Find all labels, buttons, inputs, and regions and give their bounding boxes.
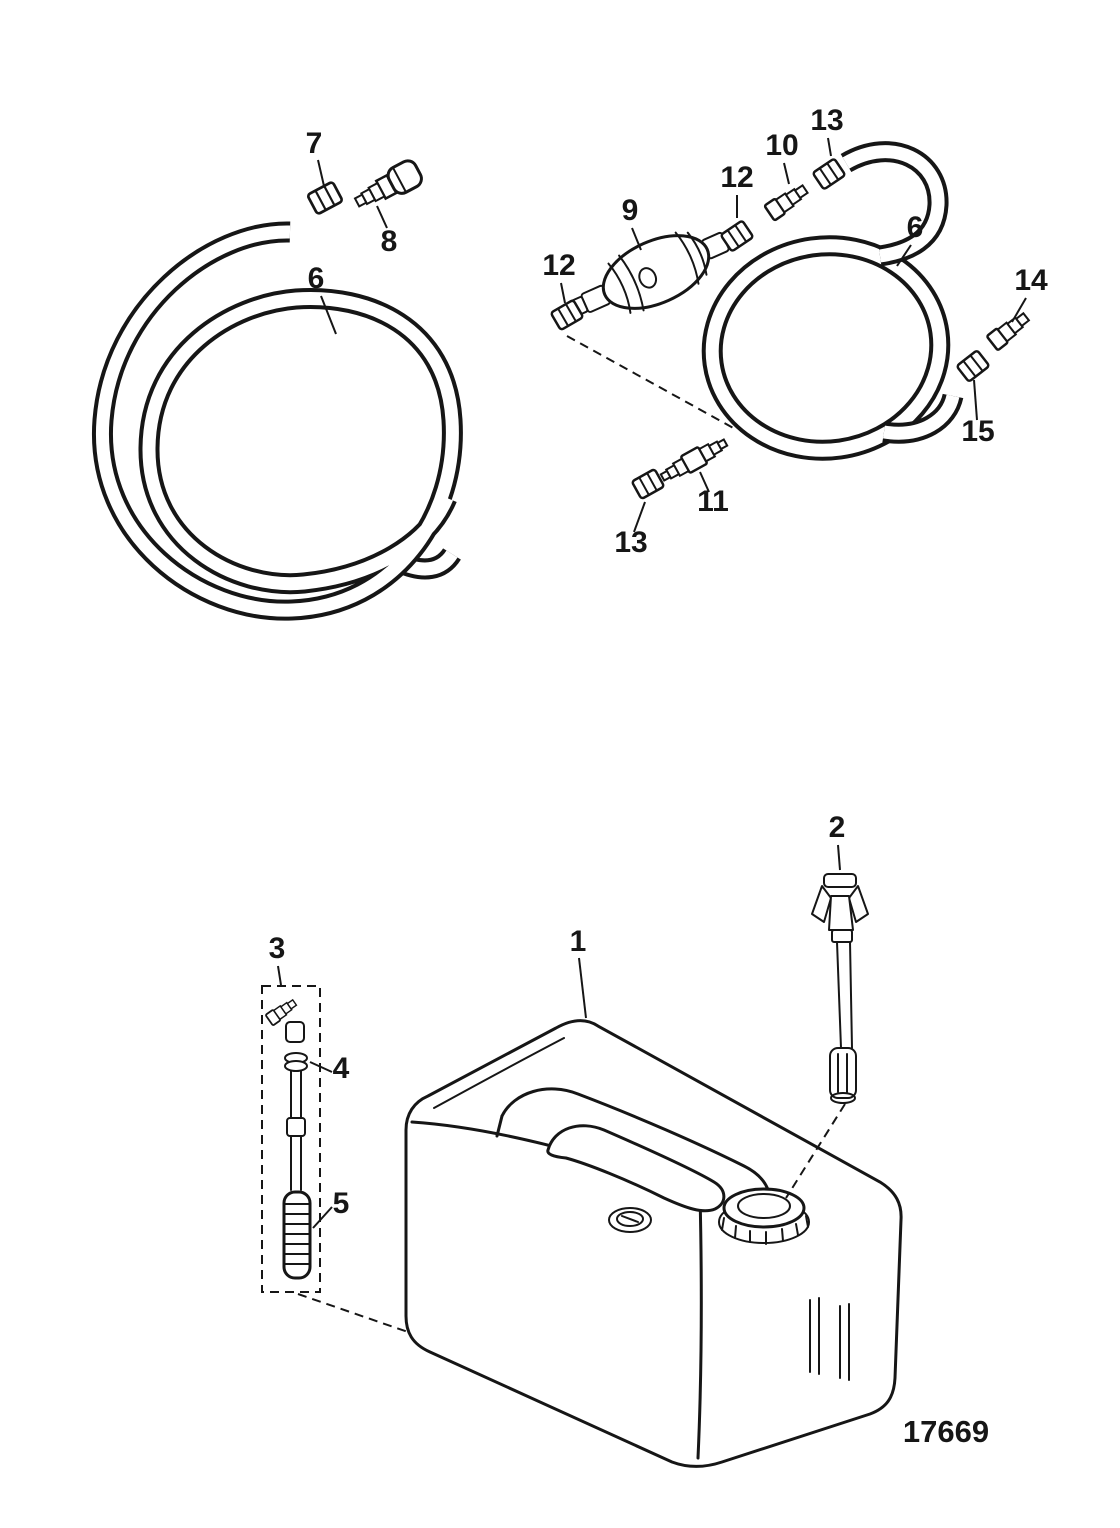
callout-13-bottom: 13 — [614, 526, 647, 559]
callout-12-right: 12 — [720, 161, 753, 194]
fuel-hose-loop — [701, 235, 951, 461]
callout-10: 10 — [765, 129, 798, 162]
callout-5: 5 — [333, 1187, 350, 1220]
callout-8: 8 — [381, 225, 398, 258]
callout-6-coil: 6 — [308, 262, 325, 295]
hose-nut-13-bottom — [630, 467, 666, 501]
callout-9: 9 — [622, 194, 639, 227]
fuel-connector-8 — [349, 156, 427, 217]
fuel-tank-group — [261, 873, 903, 1468]
double-barb-connector-11 — [656, 432, 732, 488]
fuel-hose-coil — [92, 221, 463, 621]
callout-15: 15 — [961, 415, 994, 448]
fuel-sender-unit — [785, 873, 869, 1199]
pickup-assembly-dashed-box — [261, 985, 321, 1293]
callout-3: 3 — [269, 932, 286, 965]
gauge-port — [608, 1207, 652, 1233]
callout-labels: 7 8 6 9 12 10 13 6 12 14 15 11 13 2 1 3 … — [269, 104, 1048, 1220]
tank-handle-opening — [546, 1124, 726, 1213]
barb-fitting-14 — [985, 308, 1033, 352]
drawing-number: 17669 — [903, 1414, 989, 1449]
callout-14: 14 — [1014, 264, 1048, 297]
callout-6-loop: 6 — [907, 211, 924, 244]
callout-leader-lines — [277, 137, 1027, 1229]
tank-side-ribs — [809, 1297, 850, 1381]
fuel-hose-coil-group — [92, 156, 463, 621]
callout-1: 1 — [570, 925, 587, 958]
callout-11: 11 — [697, 485, 729, 518]
hose-nut-13-top — [811, 157, 847, 191]
fuel-tank-body — [404, 1019, 903, 1468]
callout-7: 7 — [306, 127, 323, 160]
callout-4: 4 — [333, 1052, 350, 1085]
fuel-pickup-assembly — [261, 985, 409, 1333]
callout-2: 2 — [829, 811, 846, 844]
callout-13-top: 13 — [810, 104, 843, 137]
hose-nut-15 — [955, 348, 991, 384]
callout-12-left: 12 — [542, 249, 575, 282]
assembly-axis-dashed-line — [566, 335, 738, 431]
hose-nut-7 — [305, 180, 345, 216]
fuel-filler-cap — [718, 1187, 810, 1245]
barb-fitting-10 — [763, 180, 812, 222]
